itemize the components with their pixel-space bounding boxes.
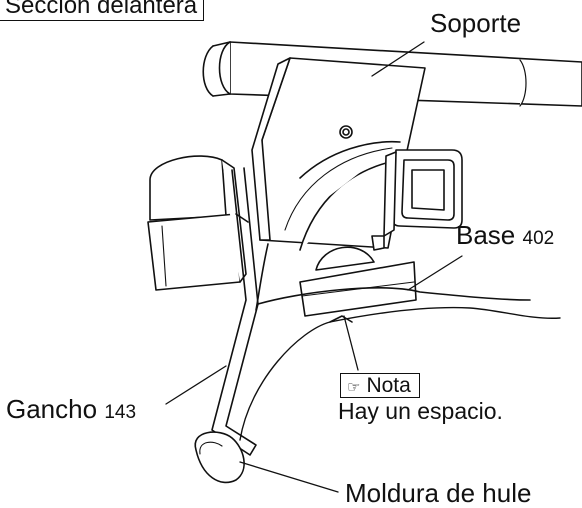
rubber-molding <box>194 431 245 484</box>
screw <box>339 125 353 139</box>
left-block <box>147 155 249 291</box>
note-text: Hay un espacio. <box>338 398 503 424</box>
bracket <box>251 57 426 251</box>
section-title: Sección delantera <box>0 0 205 21</box>
label-base-text: Base <box>456 220 516 250</box>
leader-lines <box>165 41 463 493</box>
pointing-hand-icon: ☞ <box>347 379 361 396</box>
note-badge: ☞ Nota <box>340 373 420 398</box>
body-panel <box>239 287 561 441</box>
label-soporte: Soporte <box>430 8 522 38</box>
label-gancho-text: Gancho <box>6 394 98 424</box>
label-gancho-number: 143 <box>104 402 137 423</box>
label-base: Base 402 <box>456 222 554 248</box>
label-base-number: 402 <box>522 228 555 249</box>
hook <box>211 167 269 456</box>
label-gancho: Gancho 143 <box>6 396 136 422</box>
base-block <box>299 246 417 317</box>
label-moldura: Moldura de hule <box>345 478 532 508</box>
note-label: Nota <box>366 374 411 397</box>
clip <box>371 149 463 251</box>
